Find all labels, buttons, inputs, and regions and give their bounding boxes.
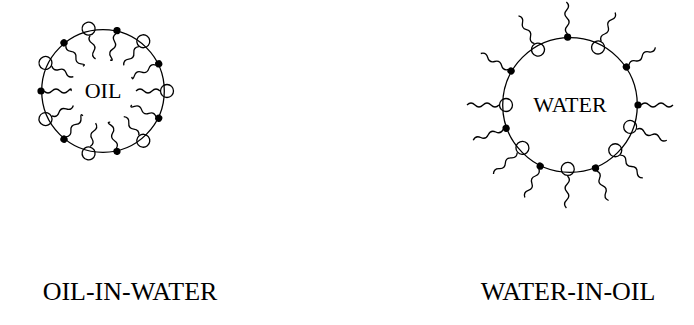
phase-name: OIL	[85, 80, 122, 102]
micelle-circle: WATER	[502, 37, 638, 173]
water-in-oil-micelle	[467, 2, 673, 208]
oil-in-water-micelle	[37, 21, 174, 161]
emulsion-caption: WATER-IN-OIL	[481, 279, 656, 305]
micelle-circle: OIL	[41, 29, 165, 153]
emulsion-caption: OIL-IN-WATER	[43, 279, 218, 305]
phase-name: WATER	[533, 94, 606, 116]
